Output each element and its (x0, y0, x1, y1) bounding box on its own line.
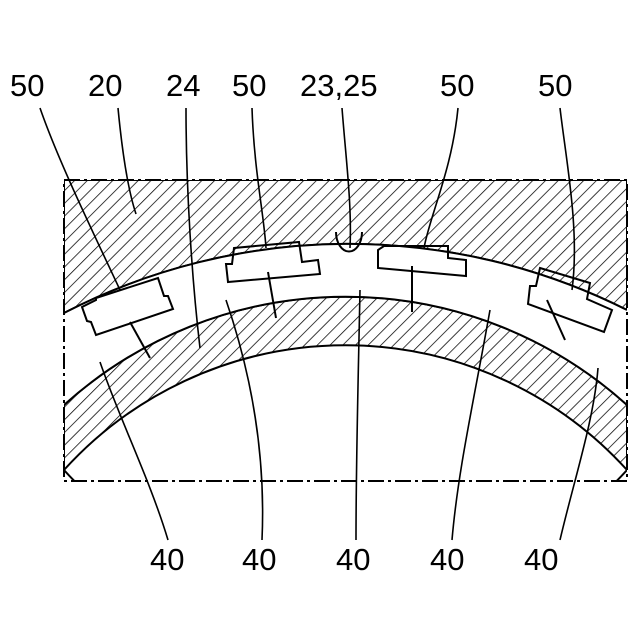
label-40: 40 (242, 542, 276, 577)
label-40: 40 (150, 542, 184, 577)
label-50: 50 (232, 68, 266, 103)
label-40: 40 (524, 542, 558, 577)
label-23-25: 23,25 (300, 68, 378, 103)
label-24: 24 (166, 68, 200, 103)
label-50: 50 (10, 68, 44, 103)
label-50: 50 (440, 68, 474, 103)
label-40: 40 (336, 542, 370, 577)
label-40: 40 (430, 542, 464, 577)
label-50: 50 (538, 68, 572, 103)
label-20: 20 (88, 68, 122, 103)
